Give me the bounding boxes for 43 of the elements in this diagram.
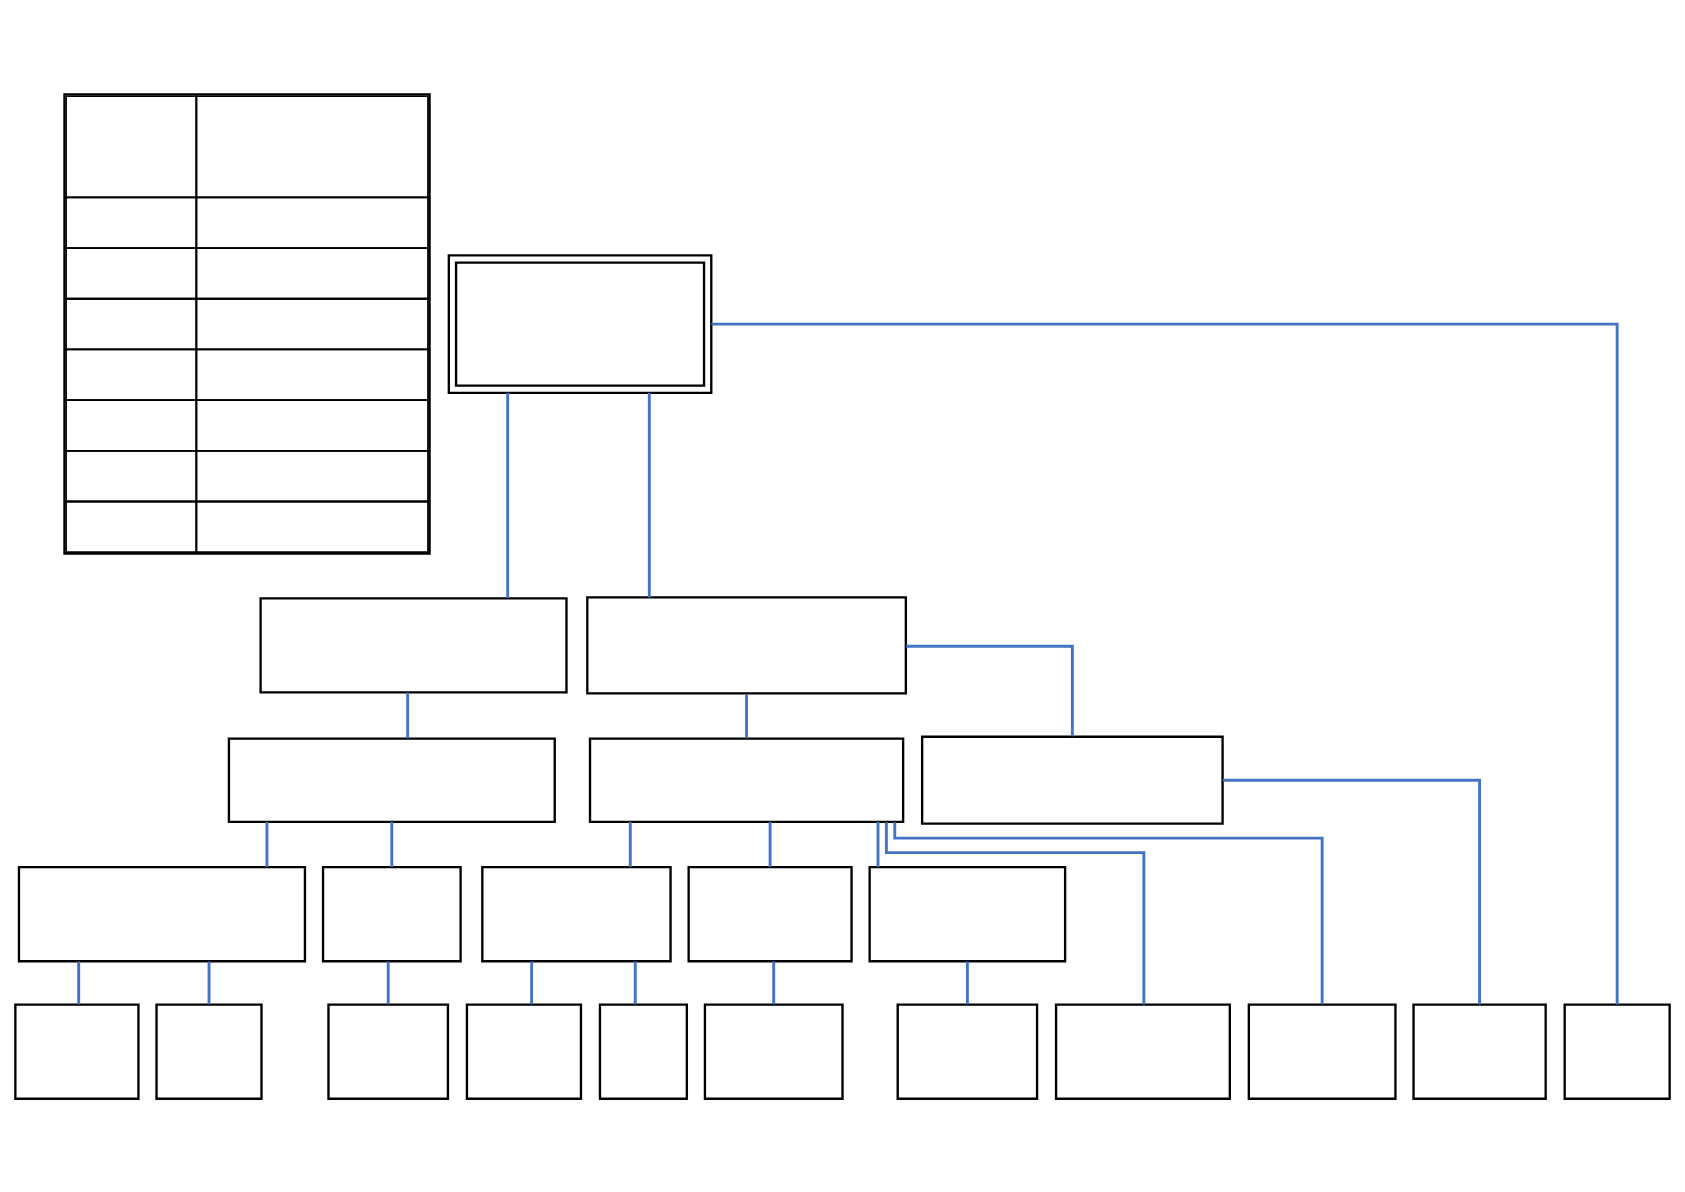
node-box: [14, 1002, 140, 1100]
node-box: [586, 595, 908, 694]
node-box: [687, 865, 853, 962]
connector: [530, 961, 534, 1004]
connector: [1222, 778, 1482, 1004]
node-box: [920, 735, 1224, 825]
node-box: [896, 1002, 1039, 1100]
connector: [406, 692, 410, 738]
node-box: [227, 736, 556, 823]
connector: [265, 821, 269, 867]
connector: [390, 821, 394, 867]
node-box: [588, 736, 905, 823]
connector: [965, 961, 969, 1004]
node-box: [327, 1002, 450, 1100]
node-box: [321, 865, 462, 962]
connector: [506, 392, 510, 598]
node-box: [259, 596, 568, 694]
node-box: [1247, 1002, 1397, 1100]
connector: [628, 821, 632, 867]
connector: [386, 961, 390, 1004]
node-box: [155, 1002, 263, 1100]
connector: [768, 821, 772, 867]
node-box: [17, 865, 307, 962]
connector: [647, 392, 651, 597]
node-box: [703, 1002, 844, 1100]
node-box: [1563, 1002, 1671, 1100]
connector: [207, 961, 211, 1004]
connector: [745, 693, 749, 738]
node-box: [598, 1002, 688, 1100]
node-box: [1054, 1002, 1231, 1100]
connector: [906, 644, 1074, 736]
node-box: [1412, 1002, 1547, 1100]
node-box: [481, 865, 672, 962]
connector: [77, 961, 81, 1004]
connector: [711, 322, 1619, 1004]
node-box: [447, 253, 713, 394]
connector: [884, 821, 1146, 1004]
node-box: [868, 865, 1067, 962]
connector: [772, 961, 776, 1004]
connector: [893, 821, 1324, 1004]
connector: [876, 821, 880, 867]
connector: [633, 961, 637, 1004]
node-box: [465, 1002, 583, 1100]
